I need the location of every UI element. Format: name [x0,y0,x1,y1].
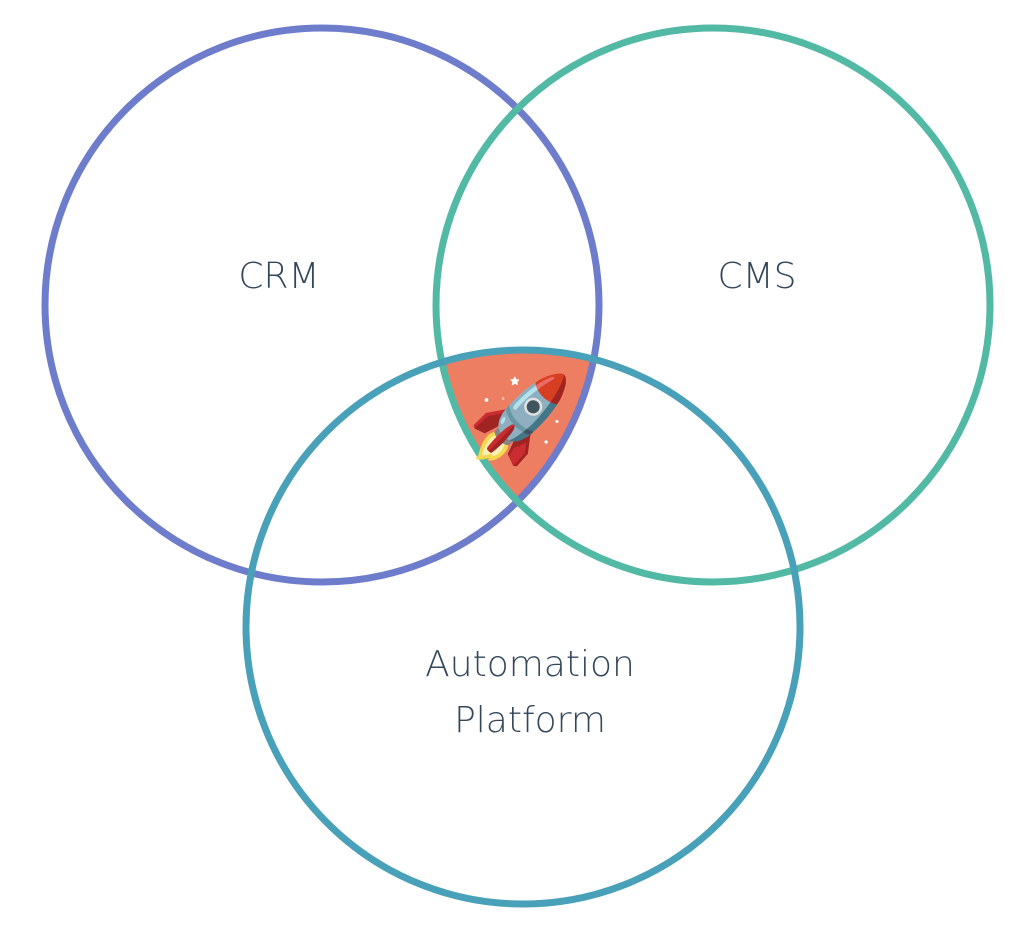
automation-label-line1: Automation [425,644,635,685]
crm-circle [41,24,603,586]
crm-label: CRM [238,256,319,297]
automation-platform-circle [242,346,804,908]
cms-label: CMS [717,256,796,297]
rocket-icon: 🚀 [468,371,573,467]
cms-circle [432,24,994,586]
automation-label-line2: Platform [454,700,606,741]
